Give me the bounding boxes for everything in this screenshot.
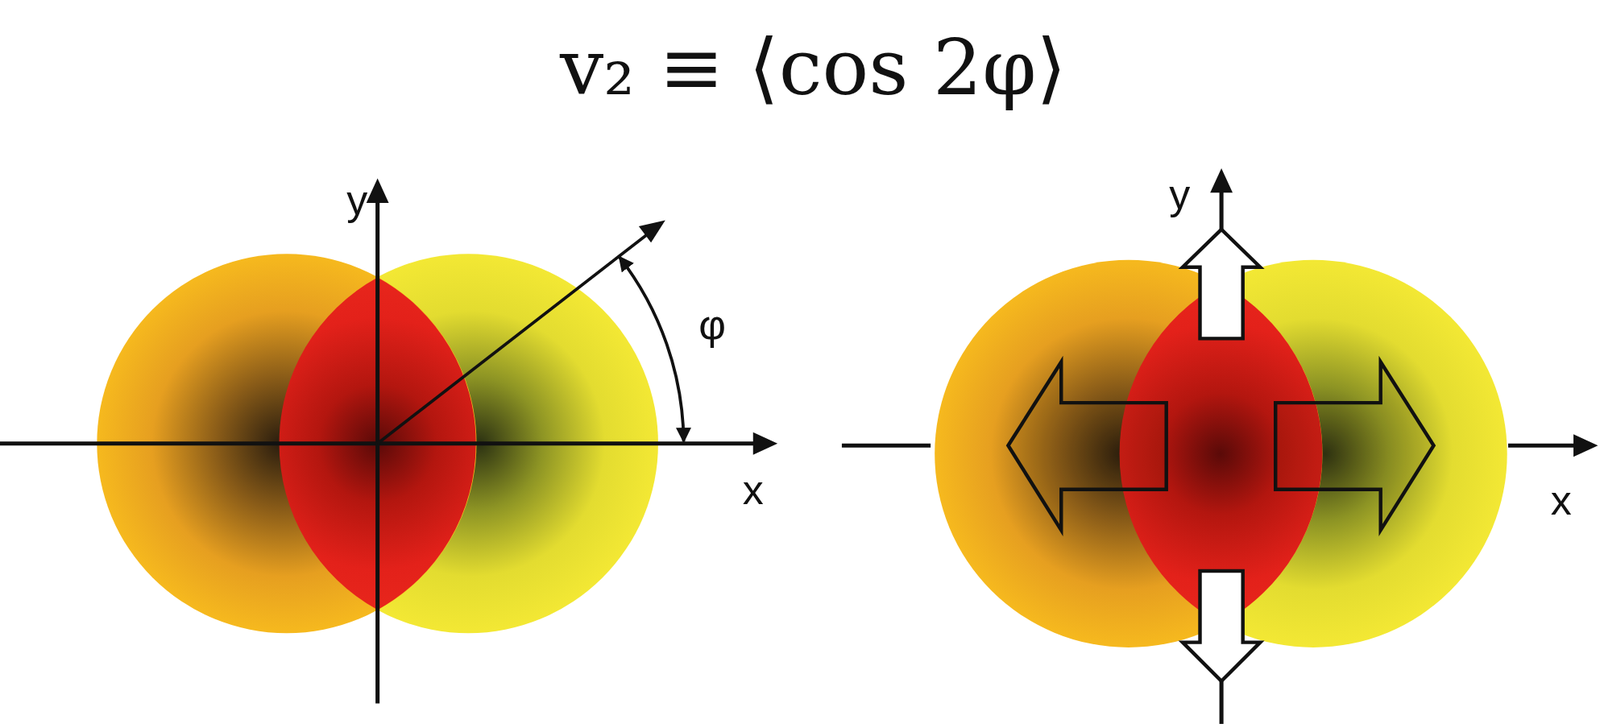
axis-arrowhead bbox=[366, 178, 390, 204]
direction-arrowhead bbox=[638, 219, 666, 243]
nucleus-right bbox=[1119, 260, 1507, 648]
y-axis bbox=[375, 195, 380, 705]
axis-arrowhead bbox=[1573, 434, 1598, 457]
x-axis bbox=[841, 443, 931, 448]
flow-arrow-small bbox=[1182, 229, 1261, 339]
direction-line bbox=[377, 231, 651, 444]
y-axis bbox=[1219, 188, 1224, 230]
axis-label: y bbox=[1168, 173, 1190, 216]
axis-arrowhead bbox=[753, 432, 778, 456]
flow-arrow-large bbox=[1007, 361, 1166, 531]
axis-label: x bbox=[1550, 479, 1572, 522]
angle-label: φ bbox=[698, 303, 726, 346]
flow-arrow-small bbox=[1182, 571, 1261, 682]
angle-arc bbox=[619, 256, 684, 442]
nucleus-left bbox=[934, 260, 1323, 648]
axis-label: y bbox=[346, 178, 368, 221]
flow-arrow-large bbox=[1275, 361, 1434, 531]
axis-label: x bbox=[742, 468, 764, 511]
formula-title: v₂ ≡ ⟨cos 2φ⟩ bbox=[559, 29, 1067, 107]
axis-arrowhead bbox=[1210, 168, 1233, 193]
y-axis bbox=[1219, 681, 1224, 725]
x-axis bbox=[1508, 443, 1580, 448]
